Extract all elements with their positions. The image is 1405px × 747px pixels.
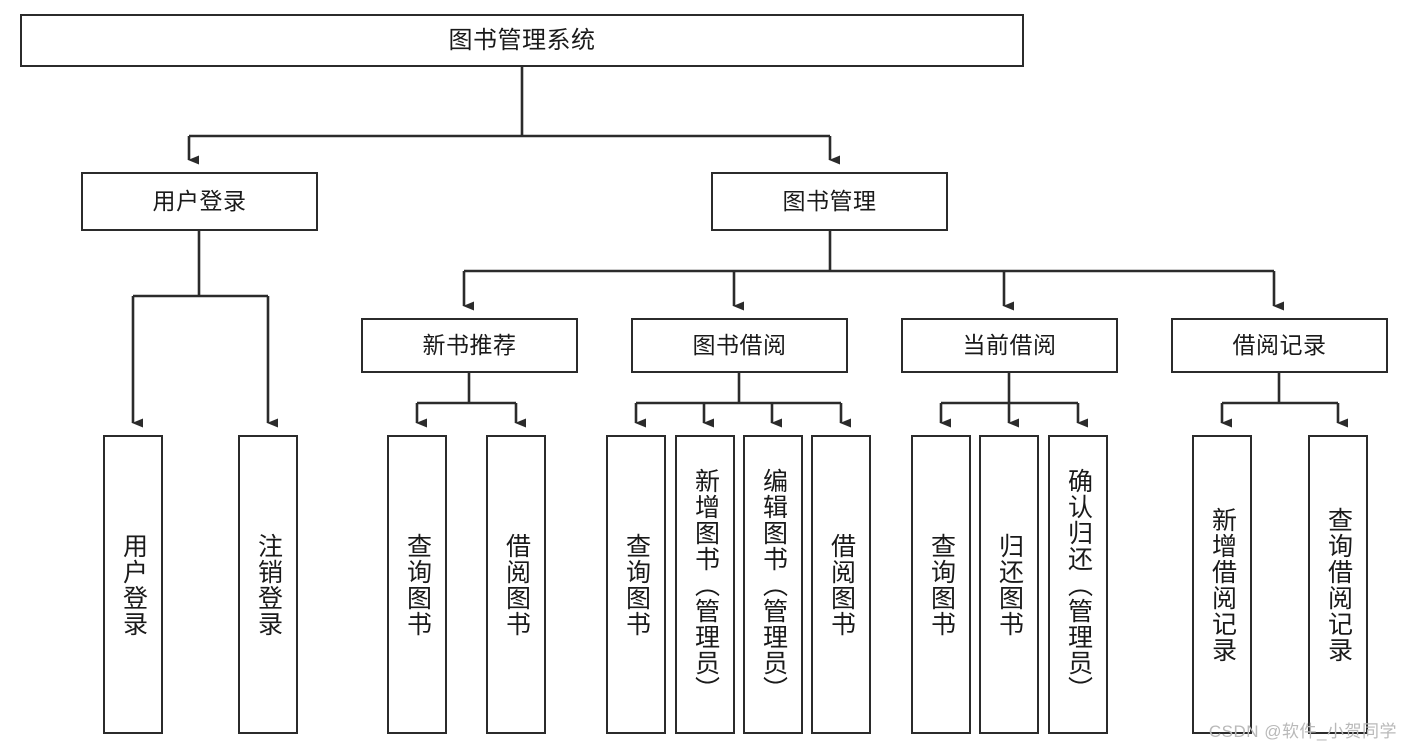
node-label: 图书管理系统 xyxy=(448,26,596,54)
node-label: 注销登录 xyxy=(254,532,283,637)
node-leaf-user-login[interactable]: 用户登录 xyxy=(103,435,163,734)
node-label: 查询图书 xyxy=(927,532,956,637)
node-label: 查询借阅记录 xyxy=(1324,506,1353,663)
node-label: 借阅记录 xyxy=(1232,332,1327,359)
node-label: 当前借阅 xyxy=(962,332,1057,359)
node-label: 查询图书 xyxy=(403,532,432,637)
node-book-borrow[interactable]: 图书借阅 xyxy=(631,318,848,373)
node-leaf-logout-login[interactable]: 注销登录 xyxy=(238,435,298,734)
node-current-borrow[interactable]: 当前借阅 xyxy=(901,318,1118,373)
node-label: 用户登录 xyxy=(152,188,247,215)
node-label: 用户登录 xyxy=(119,532,148,637)
node-label: 新增图书（管理员） xyxy=(691,467,720,702)
node-leaf-add-borrow-record[interactable]: 新增借阅记录 xyxy=(1192,435,1252,734)
node-label: 新增借阅记录 xyxy=(1208,506,1237,663)
node-root-book-management-system[interactable]: 图书管理系统 xyxy=(20,14,1024,67)
node-new-book-recommend[interactable]: 新书推荐 xyxy=(361,318,578,373)
node-leaf-query-borrow-record[interactable]: 查询借阅记录 xyxy=(1308,435,1368,734)
node-leaf-edit-book-admin[interactable]: 编辑图书（管理员） xyxy=(743,435,803,734)
node-label: 新书推荐 xyxy=(422,332,517,359)
node-leaf-return-book[interactable]: 归还图书 xyxy=(979,435,1039,734)
csdn-watermark: CSDN @软件_小贺同学 xyxy=(1208,722,1397,741)
node-leaf-borrow-book[interactable]: 借阅图书 xyxy=(811,435,871,734)
node-leaf-query-book-recommend[interactable]: 查询图书 xyxy=(387,435,447,734)
node-leaf-confirm-return-admin[interactable]: 确认归还（管理员） xyxy=(1048,435,1108,734)
node-label: 图书借阅 xyxy=(692,332,787,359)
node-label: 借阅图书 xyxy=(827,532,856,637)
node-leaf-borrow-book-recommend[interactable]: 借阅图书 xyxy=(486,435,546,734)
node-label: 图书管理 xyxy=(782,188,877,215)
node-leaf-add-book-admin[interactable]: 新增图书（管理员） xyxy=(675,435,735,734)
node-label: 编辑图书（管理员） xyxy=(759,467,788,702)
node-label: 确认归还（管理员） xyxy=(1064,467,1093,702)
node-label: 借阅图书 xyxy=(502,532,531,637)
node-label: 查询图书 xyxy=(622,532,651,637)
node-label: 归还图书 xyxy=(995,532,1024,637)
node-leaf-query-book-current[interactable]: 查询图书 xyxy=(911,435,971,734)
node-book-management[interactable]: 图书管理 xyxy=(711,172,948,231)
node-user-login[interactable]: 用户登录 xyxy=(81,172,318,231)
node-borrow-record[interactable]: 借阅记录 xyxy=(1171,318,1388,373)
node-leaf-query-book-borrow[interactable]: 查询图书 xyxy=(606,435,666,734)
